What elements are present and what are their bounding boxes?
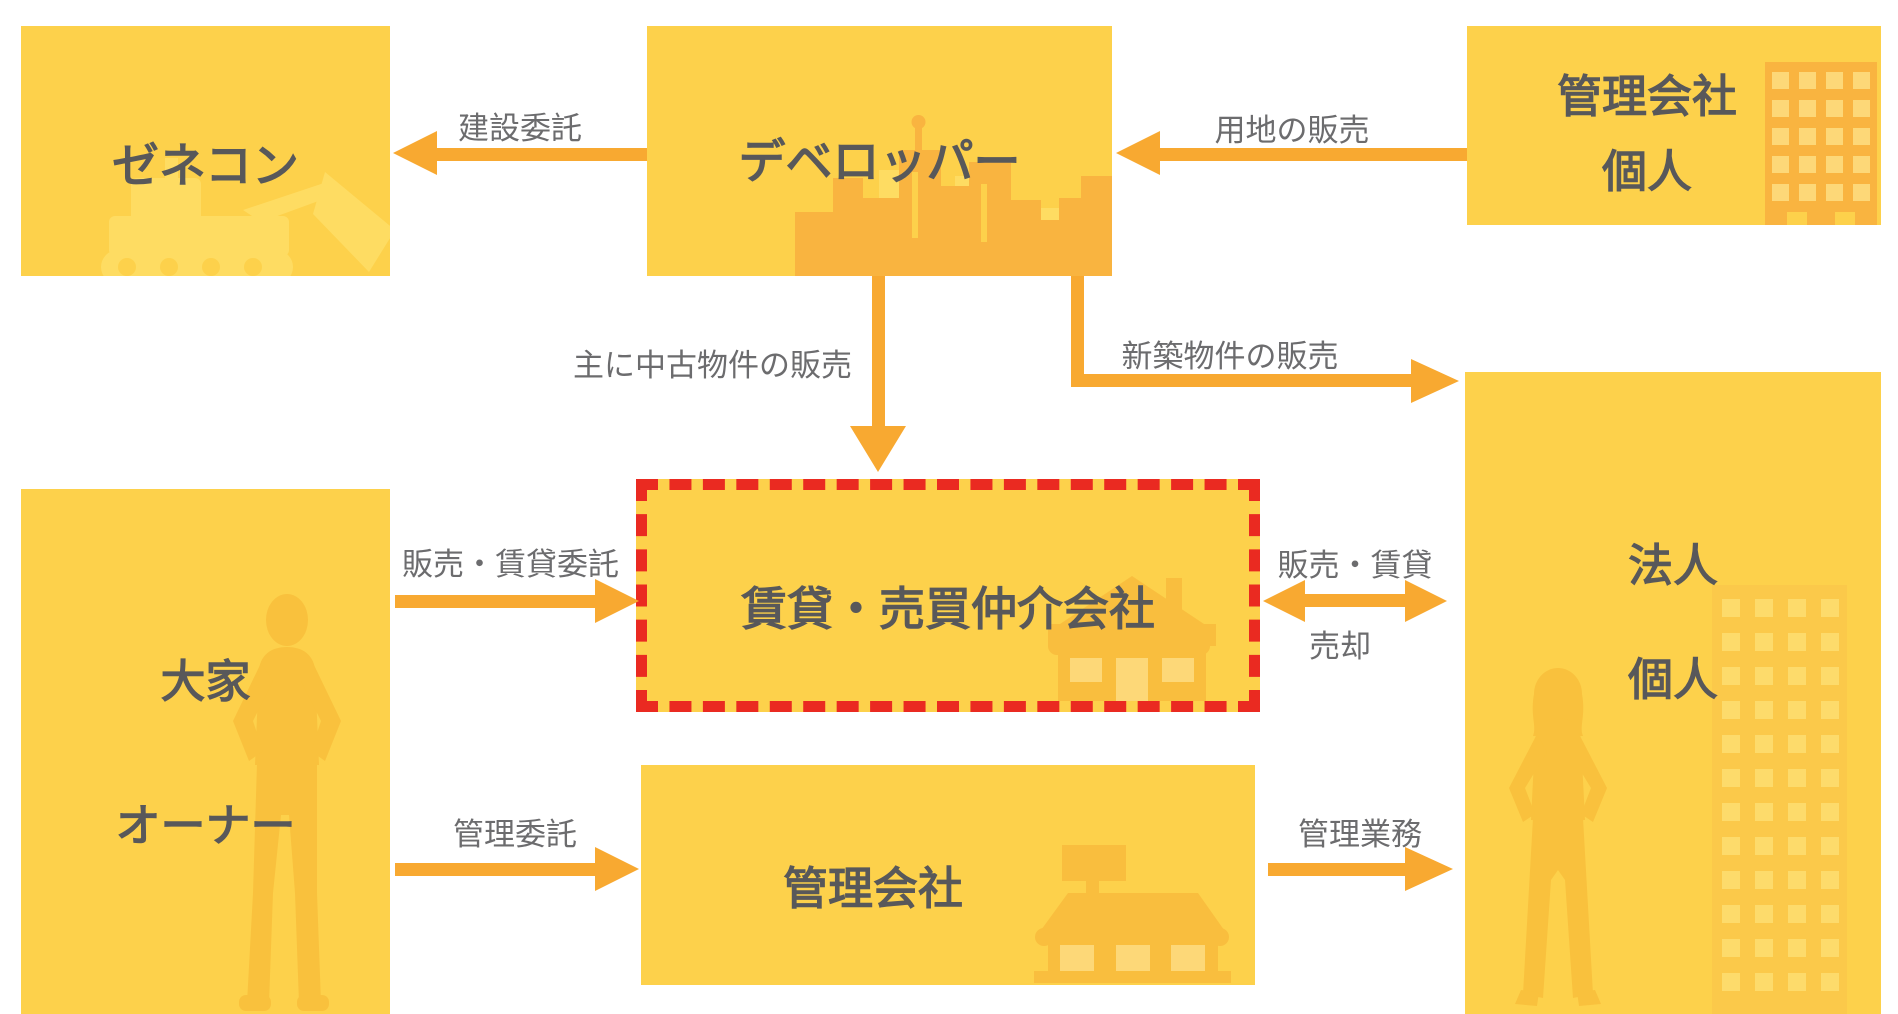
node-developer: デベロッパー	[647, 26, 1112, 276]
arrowhead-right-icon	[595, 847, 639, 891]
arrow-used-property-sale-label: 主に中古物件の販売	[573, 348, 852, 383]
node-management-individual-line2: 個人	[1601, 146, 1692, 197]
tall-building-icon	[1712, 585, 1847, 1014]
node-owner-line2: オーナー	[115, 800, 296, 851]
arrow-management-consignment-label: 管理委託	[453, 817, 577, 852]
arrowhead-right-icon	[1405, 580, 1447, 622]
node-brokerage-label: 賃貸・売買仲介会社	[741, 583, 1155, 635]
arrowhead-right-icon	[1411, 359, 1459, 403]
node-owner-line1: 大家	[160, 656, 251, 707]
arrowhead-left-icon	[393, 131, 437, 175]
node-developer-label: デベロッパー	[738, 135, 1021, 188]
node-corporate-individual-line2: 個人	[1627, 654, 1718, 705]
node-zenecon: ゼネコン	[21, 26, 390, 276]
city-skyline-icon	[795, 115, 1112, 276]
standing-woman-icon	[1509, 668, 1607, 1006]
node-management-label: 管理会社	[782, 863, 963, 914]
node-zenecon-label: ゼネコン	[111, 139, 300, 192]
shop-house-icon	[1048, 576, 1216, 701]
arrow-land-sale-label: 用地の販売	[1214, 113, 1370, 148]
arrow-management-services-label: 管理業務	[1298, 817, 1422, 852]
arrowhead-left-icon	[1116, 131, 1160, 175]
arrowhead-right-icon	[1405, 847, 1453, 891]
arrowhead-down-icon	[850, 426, 906, 472]
node-brokerage: 賃貸・売買仲介会社	[636, 479, 1260, 712]
node-management-individual: 管理会社 個人	[1467, 26, 1881, 225]
shop-icon	[1034, 845, 1231, 983]
bulldozer-icon	[101, 158, 390, 276]
arrow-sale-rental-label: 販売・賃貸	[1277, 548, 1433, 583]
node-management-individual-line1: 管理会社	[1556, 71, 1737, 122]
arrowhead-right-icon	[595, 579, 639, 623]
arrow-sell-label: 売却	[1309, 629, 1371, 664]
office-building-icon	[1765, 62, 1877, 225]
arrowhead-left-icon	[1263, 580, 1305, 622]
node-management: 管理会社	[641, 765, 1255, 985]
node-corporate-individual: 法人 個人	[1465, 372, 1881, 1014]
arrow-sale-rental-consignment-label: 販売・賃貸委託	[402, 547, 619, 582]
node-owner: 大家 オーナー	[21, 489, 390, 1014]
arrow-new-property-sale-label: 新築物件の販売	[1121, 339, 1339, 374]
arrow-construction-label: 建設委託	[458, 111, 582, 146]
standing-man-icon	[233, 594, 341, 1011]
node-corporate-individual-line1: 法人	[1627, 540, 1718, 591]
